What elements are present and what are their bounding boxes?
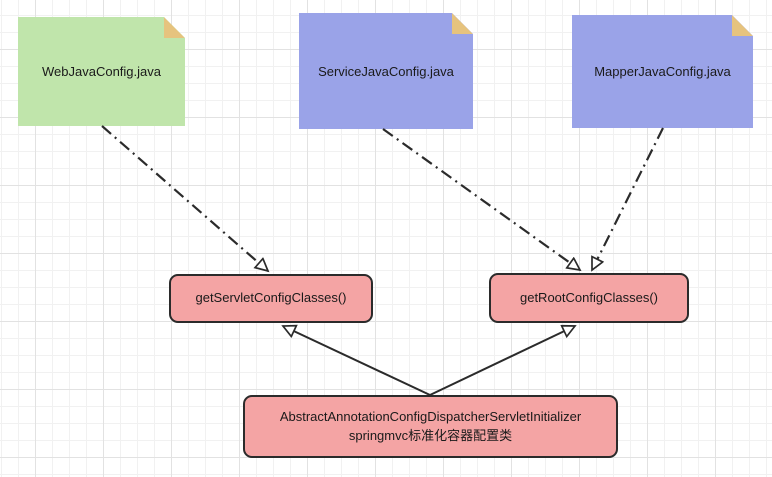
edge-web-to-servlet-classes[interactable] xyxy=(101,125,268,271)
edge-initializer-to-servlet-classes[interactable] xyxy=(283,326,431,396)
edge-mapper-to-root-classes[interactable] xyxy=(591,127,664,270)
edge-initializer-to-root-classes[interactable] xyxy=(429,326,575,396)
edge-service-to-root-classes[interactable] xyxy=(382,128,580,270)
